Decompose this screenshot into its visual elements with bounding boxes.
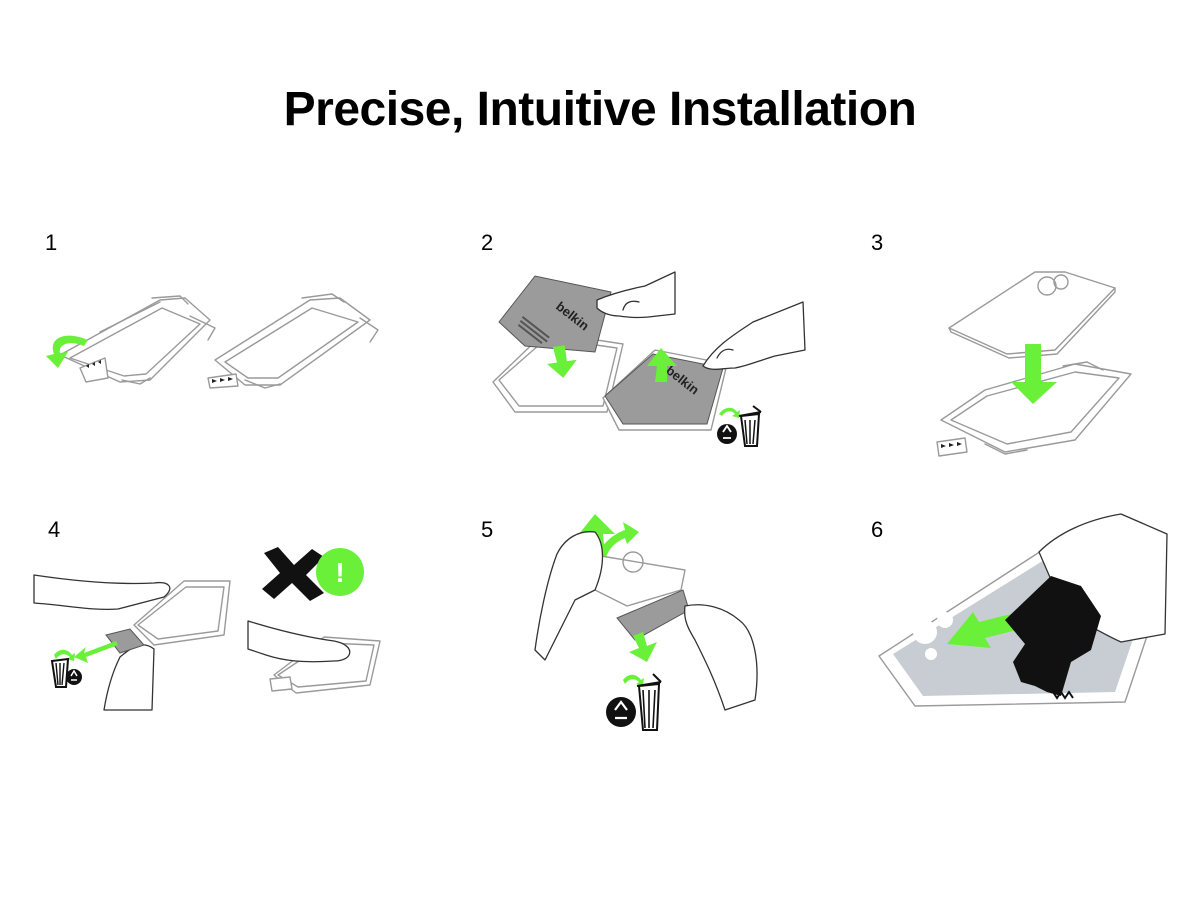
rotate-arrow-icon <box>46 335 88 368</box>
step-6-number: 6 <box>871 517 884 542</box>
down-arrow-icon <box>629 632 657 662</box>
phone-icon <box>133 580 231 646</box>
step-2-number: 2 <box>481 230 494 255</box>
pull-tab-icon <box>269 676 293 692</box>
step-3-illustration <box>935 270 1135 470</box>
hand-icon <box>702 301 806 370</box>
recycle-bin-icon <box>50 649 82 688</box>
right-arrow-icon <box>947 612 1017 648</box>
step-6-illustration <box>875 512 1175 712</box>
step-2-illustration: belkin belkin <box>485 262 815 457</box>
pull-tab-icon <box>936 437 968 457</box>
hand-icon <box>596 271 676 319</box>
hand-icon <box>33 574 171 711</box>
step-3-number: 3 <box>871 230 884 255</box>
step-1-illustration <box>40 280 380 400</box>
down-arrow-icon <box>547 345 577 378</box>
phone-icon: belkin <box>602 349 728 431</box>
recycle-bin-icon <box>606 673 662 731</box>
hand-icon <box>534 531 604 661</box>
pull-tab-icon <box>79 357 109 383</box>
down-arrow-icon <box>1011 344 1057 404</box>
installation-tray-icon <box>214 293 379 389</box>
warning-icon: ! <box>316 548 364 596</box>
pull-tab-icon <box>105 628 145 654</box>
step-5-illustration <box>534 510 765 735</box>
pull-tab-icon <box>207 373 239 389</box>
step-4-illustration: ! <box>33 545 384 711</box>
step-4-number: 4 <box>48 517 61 542</box>
page-title: Precise, Intuitive Installation <box>283 83 917 136</box>
left-arrow-icon <box>74 641 118 663</box>
cleaning-cloth-icon <box>1005 576 1101 700</box>
installation-tray-icon <box>940 361 1132 455</box>
recycle-bin-icon <box>717 405 762 447</box>
step-5-number: 5 <box>481 517 494 542</box>
step-1-number: 1 <box>45 230 58 255</box>
svg-text:!: ! <box>335 557 344 588</box>
installation-tray-icon <box>59 295 216 385</box>
dust-removal-sticker-icon: belkin <box>498 275 612 353</box>
hand-icon <box>683 604 758 711</box>
hand-icon <box>247 620 351 663</box>
x-mark-icon <box>262 547 324 601</box>
up-arrow-icon <box>647 348 677 382</box>
